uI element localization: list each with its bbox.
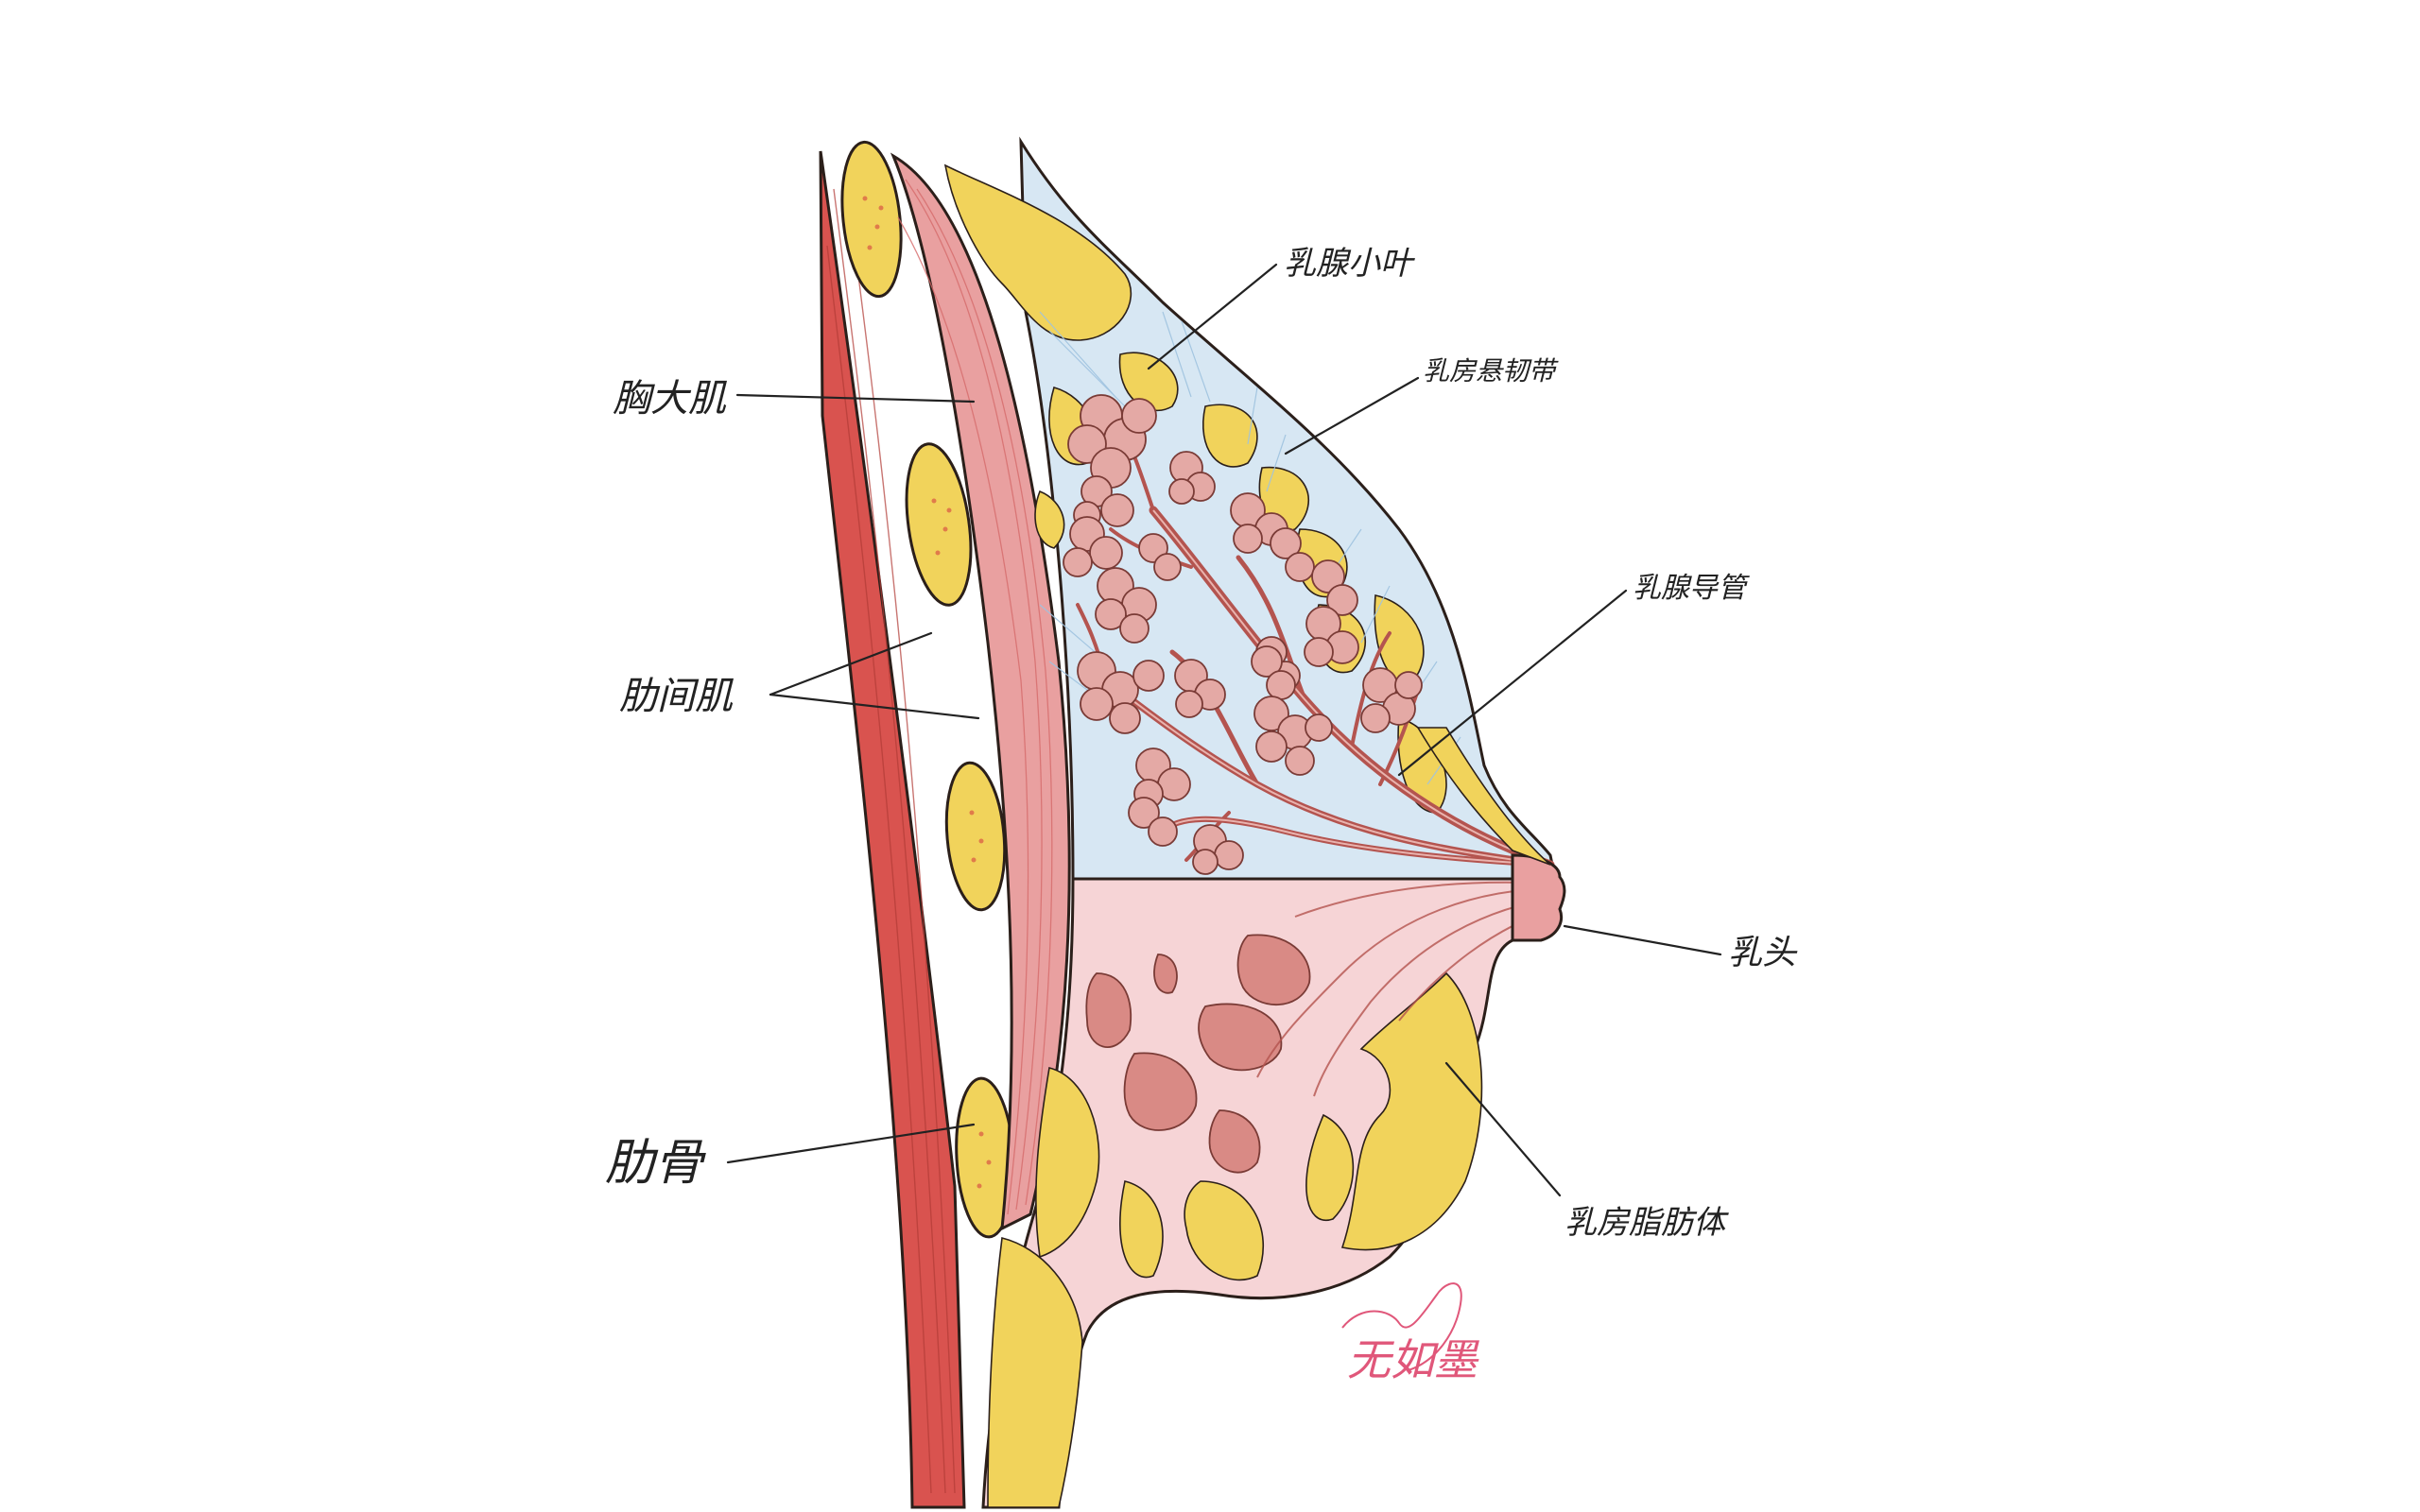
- lobule-15: [1360, 667, 1423, 733]
- lobule-4: [1230, 492, 1288, 554]
- label-duct: 乳腺导管: [1633, 572, 1750, 605]
- intercostal-fibres: [826, 179, 956, 1494]
- lobule-9: [1095, 567, 1157, 644]
- nipple: [1511, 853, 1566, 942]
- ribs: [840, 140, 1015, 1239]
- rib-1: [840, 140, 903, 299]
- leader-suspensory: [1284, 376, 1420, 455]
- signature-text: 无如墨: [1347, 1334, 1479, 1385]
- lobule-6: [1311, 559, 1358, 616]
- leader-fat-body: [1444, 1061, 1562, 1197]
- label-lobule: 乳腺小叶: [1284, 245, 1415, 283]
- lobule-14: [1251, 645, 1296, 700]
- label-fat-body: 乳房脂肪体: [1564, 1204, 1729, 1242]
- rib-2: [905, 442, 973, 607]
- leader-intercostal-a: [769, 631, 933, 696]
- label-intercostal: 肋间肌: [619, 675, 735, 718]
- leader-rib: [726, 1123, 976, 1164]
- lower-nodules: [1085, 934, 1311, 1174]
- rib-marrow-dots: [862, 196, 992, 1189]
- rib-3: [944, 761, 1007, 912]
- lobule-12: [1077, 651, 1165, 734]
- artist-signature: 无如墨: [1341, 1282, 1479, 1385]
- lobule-10: [1304, 606, 1359, 667]
- duct-inner-lines: [1105, 509, 1551, 866]
- lobule-3: [1168, 451, 1216, 505]
- label-suspensory-ligament: 乳房悬韧带: [1423, 355, 1559, 387]
- signature-flourish: [1341, 1282, 1462, 1371]
- lobule-13: [1174, 659, 1226, 718]
- leader-pectoralis: [735, 393, 976, 404]
- label-nipple: 乳头: [1728, 934, 1798, 972]
- lower-fat-lobes: [987, 971, 1483, 1508]
- leader-nipple: [1563, 924, 1722, 956]
- lobule-16: [1253, 696, 1333, 776]
- lobule-19: [1192, 824, 1244, 875]
- lobule-18: [1128, 797, 1178, 847]
- mammary-lobules: [1063, 394, 1423, 875]
- leader-lobule: [1147, 263, 1278, 370]
- lobule-5: [1270, 527, 1315, 582]
- intercostal-muscle: [819, 150, 966, 1509]
- lobule-7: [1063, 516, 1123, 577]
- label-rib: 肋骨: [605, 1135, 706, 1192]
- nipple-fibres: [1256, 881, 1561, 1097]
- pectoralis-major: [890, 152, 1071, 1231]
- label-pectoralis-major: 胸大肌: [613, 377, 728, 421]
- leader-duct: [1397, 589, 1628, 777]
- pectoralis-striations: [897, 179, 1053, 1215]
- areola-edge: [1416, 727, 1551, 866]
- leader-intercostal-b: [769, 693, 980, 720]
- lobule-8: [1138, 533, 1182, 581]
- lobule-1: [1067, 394, 1157, 489]
- leader-lines: [726, 263, 1722, 1197]
